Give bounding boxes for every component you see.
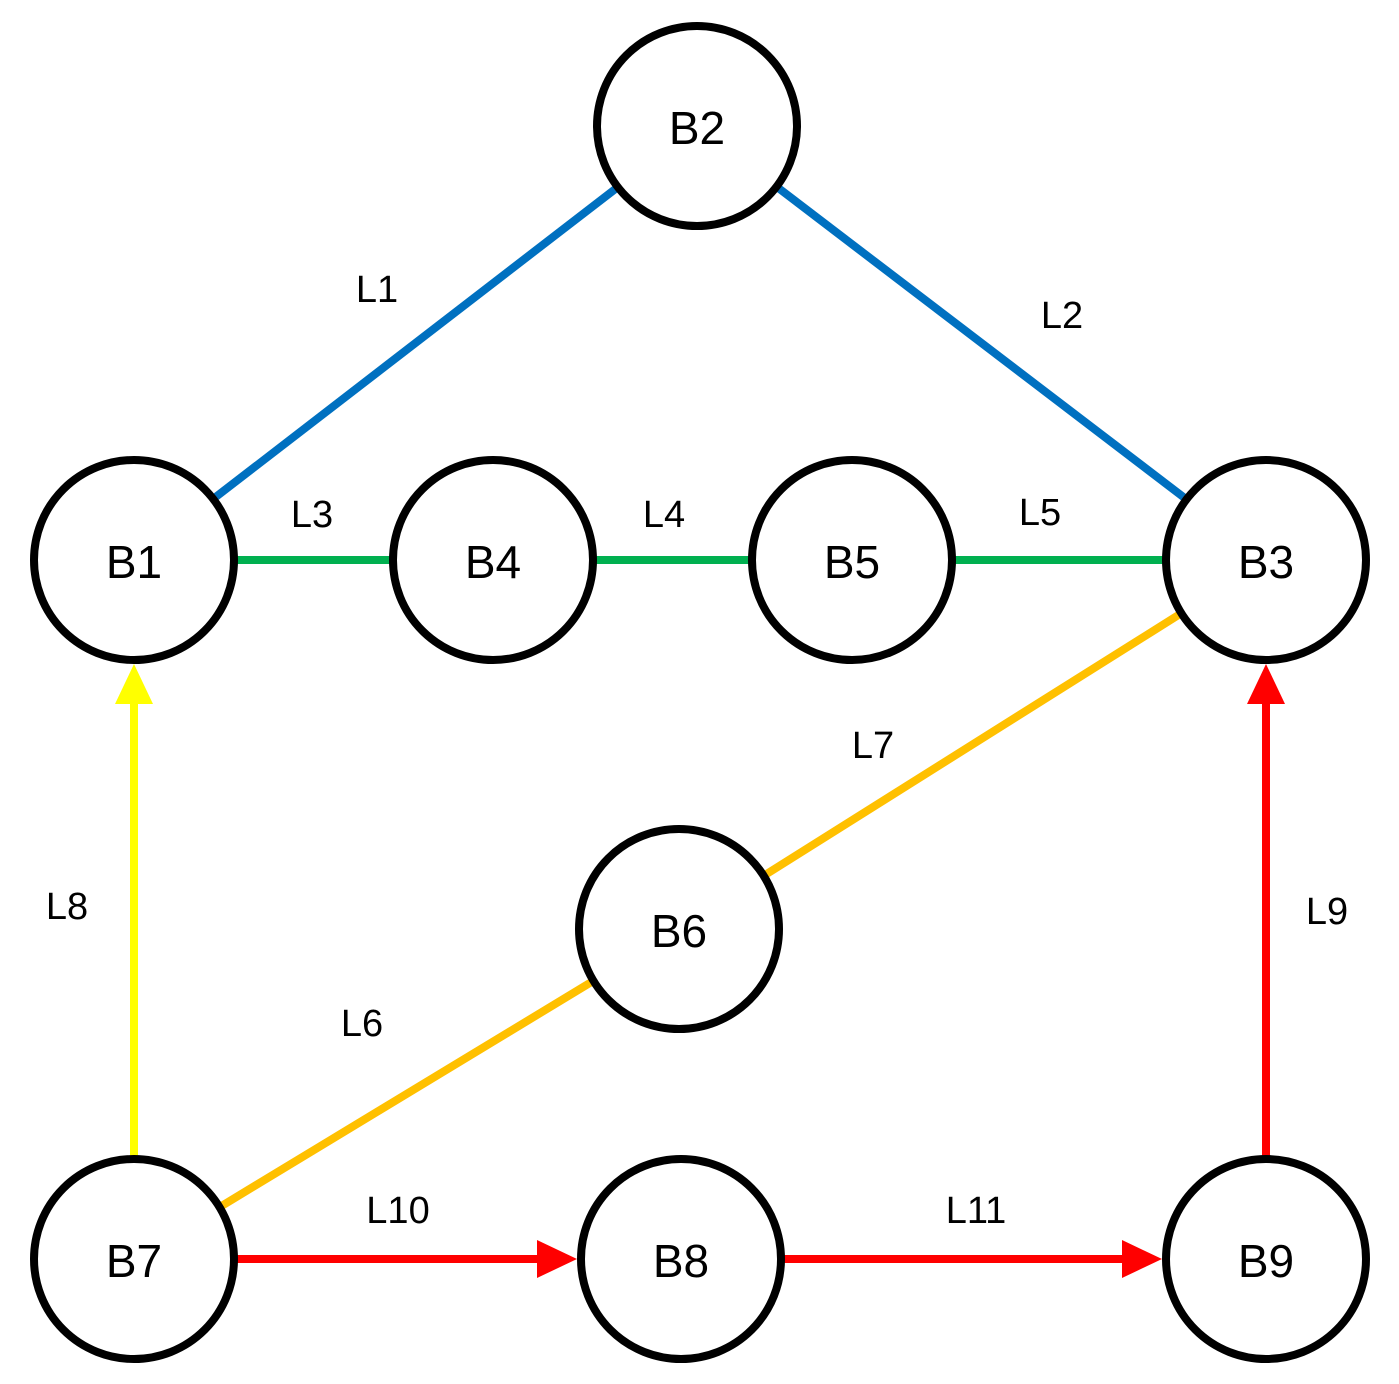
edge-label-l9: L9 bbox=[1306, 891, 1348, 933]
edge-l2 bbox=[775, 184, 1188, 502]
edge-l8 bbox=[115, 664, 153, 1157]
node-circle-b2 bbox=[593, 22, 801, 230]
edge-line-l1 bbox=[212, 185, 619, 501]
edge-l6 bbox=[219, 978, 594, 1210]
edge-l1 bbox=[212, 185, 619, 501]
edge-label-l4: L4 bbox=[643, 494, 685, 536]
node-label-b5: B5 bbox=[824, 536, 880, 588]
node-b1: B1 bbox=[30, 456, 238, 664]
node-label-b4: B4 bbox=[465, 536, 521, 588]
node-circle-b9 bbox=[1162, 1155, 1370, 1363]
node-b4: B4 bbox=[389, 456, 597, 664]
arrowhead-l9 bbox=[1247, 664, 1285, 704]
edge-label-l10: L10 bbox=[366, 1190, 429, 1232]
node-circle-b8 bbox=[577, 1155, 785, 1363]
node-circle-b5 bbox=[748, 456, 956, 664]
arrowhead-l10 bbox=[537, 1240, 577, 1278]
edge-label-l2: L2 bbox=[1041, 295, 1083, 337]
node-b2: B2 bbox=[593, 22, 801, 230]
node-b9: B9 bbox=[1162, 1155, 1370, 1363]
node-b3: B3 bbox=[1162, 456, 1370, 664]
node-b7: B7 bbox=[30, 1155, 238, 1363]
edge-label-l3: L3 bbox=[291, 494, 333, 536]
node-circle-b4 bbox=[389, 456, 597, 664]
node-circle-b3 bbox=[1162, 456, 1370, 664]
node-label-b9: B9 bbox=[1238, 1235, 1294, 1287]
edge-label-l1: L1 bbox=[356, 269, 398, 311]
edge-label-l8: L8 bbox=[46, 886, 88, 928]
node-label-b3: B3 bbox=[1238, 536, 1294, 588]
node-b5: B5 bbox=[748, 456, 956, 664]
edge-label-l6: L6 bbox=[341, 1003, 383, 1045]
node-circle-b1 bbox=[30, 456, 238, 664]
node-label-b7: B7 bbox=[106, 1235, 162, 1287]
edge-line-l2 bbox=[775, 184, 1188, 502]
edge-label-l5: L5 bbox=[1019, 492, 1061, 534]
node-b6: B6 bbox=[575, 825, 783, 1033]
node-circle-b7 bbox=[30, 1155, 238, 1363]
node-b8: B8 bbox=[577, 1155, 785, 1363]
edge-l9 bbox=[1247, 664, 1285, 1157]
edge-label-l7: L7 bbox=[852, 725, 894, 767]
node-label-b6: B6 bbox=[651, 905, 707, 957]
arrowhead-l11 bbox=[1122, 1240, 1162, 1278]
node-label-b2: B2 bbox=[669, 102, 725, 154]
node-circle-b6 bbox=[575, 825, 783, 1033]
edges-layer bbox=[115, 184, 1285, 1278]
edge-label-l11: L11 bbox=[946, 1190, 1007, 1232]
node-label-b1: B1 bbox=[106, 536, 162, 588]
edge-l10 bbox=[236, 1240, 577, 1278]
arrowhead-l8 bbox=[115, 664, 153, 704]
edge-l11 bbox=[783, 1240, 1162, 1278]
edge-l7 bbox=[763, 610, 1182, 879]
edge-line-l7 bbox=[763, 610, 1182, 879]
node-label-b8: B8 bbox=[653, 1235, 709, 1287]
edge-line-l6 bbox=[219, 978, 594, 1210]
